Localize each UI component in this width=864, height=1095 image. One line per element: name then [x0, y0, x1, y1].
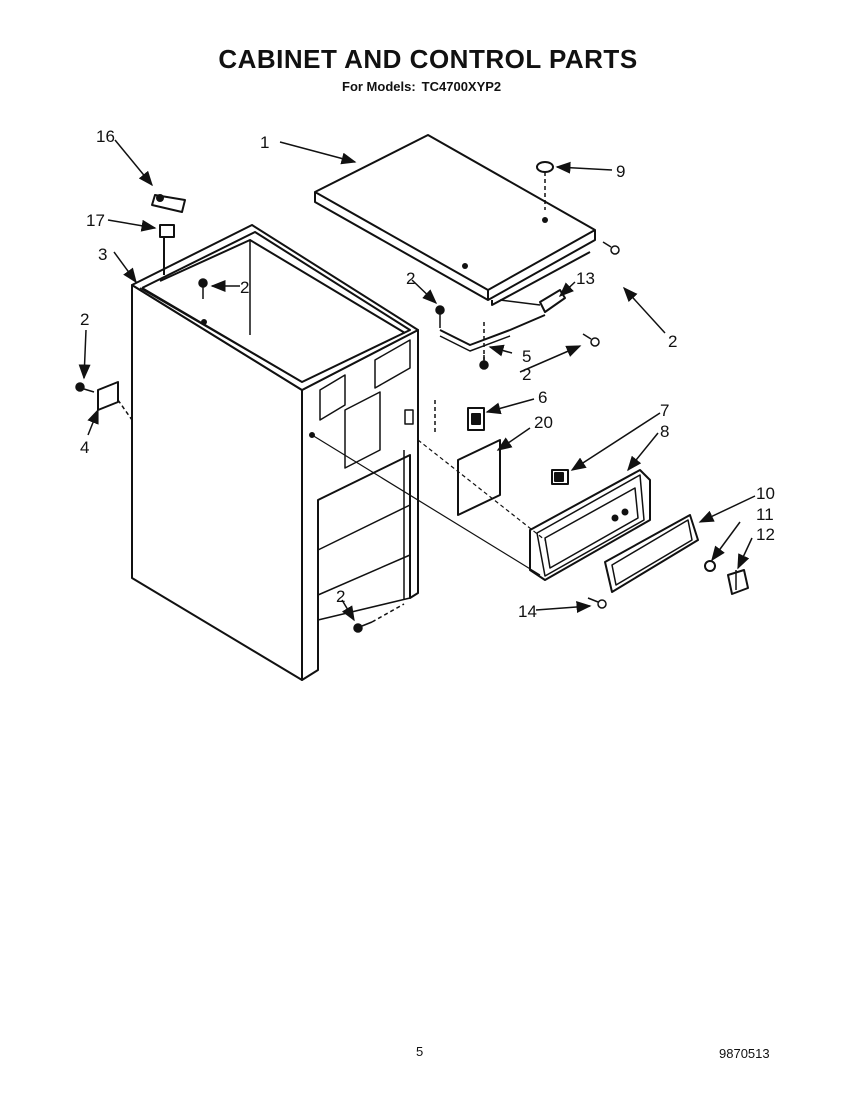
callout-2-lower: 2	[522, 365, 531, 384]
page-number: 5	[416, 1044, 424, 1059]
callout-3: 3	[98, 245, 107, 264]
switch	[434, 400, 485, 432]
callout-12: 12	[756, 525, 775, 544]
cabinet-body	[131, 224, 419, 681]
nut	[704, 560, 716, 572]
cabinet-top	[314, 134, 596, 306]
models-label: For Models:	[342, 79, 416, 94]
timer-knob	[727, 569, 749, 595]
callout-10: 10	[756, 484, 775, 503]
callout-9: 9	[616, 162, 625, 181]
callout-2-right: 2	[668, 332, 677, 351]
callout-2-inner: 2	[240, 278, 249, 297]
callout-20: 20	[534, 413, 553, 432]
hinge-pin	[151, 194, 186, 213]
control-knob	[551, 469, 569, 485]
callout-17: 17	[86, 211, 105, 230]
callout-14: 14	[518, 602, 537, 621]
page-title: CABINET AND CONTROL PARTS	[218, 44, 638, 74]
clip-plate	[97, 381, 133, 421]
callout-1: 1	[260, 133, 269, 152]
bezel	[604, 514, 699, 593]
models-line: For Models: TC4700XYP2	[342, 79, 501, 94]
hole-plug	[536, 161, 554, 173]
top-hinge	[499, 289, 566, 313]
callout-2-bracket: 2	[406, 269, 415, 288]
model-number: TC4700XYP2	[421, 79, 502, 94]
spacer-block	[159, 224, 175, 275]
callout-labels: 1 16 17 3 2 4 2 2 9 13 2 5 2 6 20 7 8 10…	[80, 127, 775, 621]
callout-4: 4	[80, 438, 89, 457]
callout-2-bottom: 2	[336, 587, 345, 606]
callout-11: 11	[756, 505, 774, 524]
callout-16: 16	[96, 127, 115, 146]
callout-13: 13	[576, 269, 595, 288]
callout-2-left: 2	[80, 310, 89, 329]
screws	[75, 241, 620, 633]
document-number: 9870513	[719, 1046, 770, 1061]
switch-cover	[457, 439, 501, 516]
callout-8: 8	[660, 422, 669, 441]
callout-5: 5	[522, 347, 531, 366]
callout-6: 6	[538, 388, 547, 407]
bracket	[439, 314, 546, 360]
callout-7: 7	[660, 401, 669, 420]
